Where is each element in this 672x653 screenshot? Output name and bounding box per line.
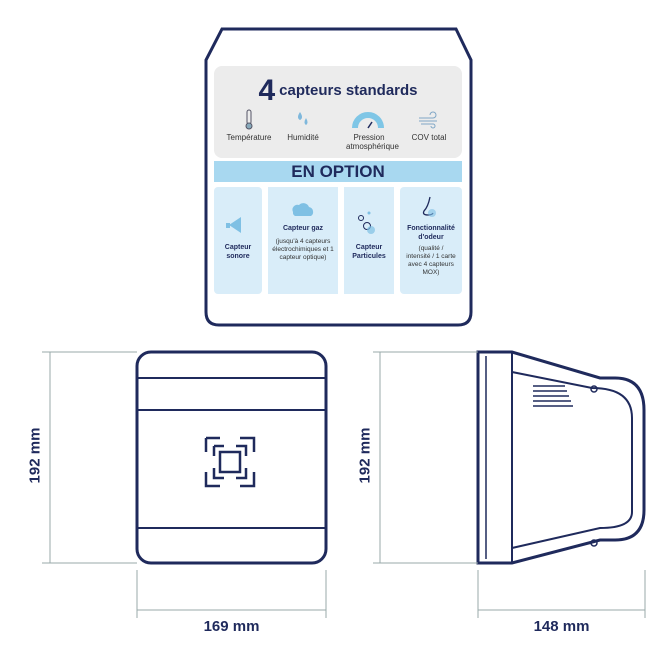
cloud-icon xyxy=(292,203,314,216)
brand-logo-icon xyxy=(204,436,256,488)
vent-icon xyxy=(533,385,573,407)
front-width-label: 169 mm xyxy=(203,618,260,635)
card-bg xyxy=(400,187,462,294)
card-title: Capteur Particules xyxy=(352,244,386,260)
gauge-icon xyxy=(352,112,384,129)
card-bg xyxy=(344,187,394,294)
front-height-label: 192 mm xyxy=(26,427,44,484)
screw-icon xyxy=(590,539,598,547)
side-depth-label: 148 mm xyxy=(533,618,590,635)
megaphone-icon xyxy=(226,217,241,233)
droplets-icon xyxy=(298,112,308,125)
card-desc: (jusqu'à 4 capteurs électrochimiques et … xyxy=(272,238,334,261)
sensor-label: COV total xyxy=(411,133,447,142)
option-title: EN OPTION xyxy=(291,162,385,181)
side-dimension-lines xyxy=(373,351,646,618)
card-title: Capteur gaz xyxy=(282,225,324,232)
card-bg xyxy=(214,187,262,294)
device-front-view xyxy=(135,350,328,565)
card-desc: (qualité / intensité / 1 carte avec 4 ca… xyxy=(406,245,456,276)
sensor-label: Humidité xyxy=(287,133,319,142)
wind-icon xyxy=(419,111,437,129)
front-dimension-lines xyxy=(42,351,327,618)
sensor-label: Pression atmosphérique xyxy=(346,133,399,151)
standard-panel xyxy=(214,66,462,158)
card-title: Fonctionnalité d'odeur xyxy=(407,225,455,241)
sensor-label: Température xyxy=(226,133,272,142)
device-side-view xyxy=(476,350,646,565)
option-bar xyxy=(214,161,462,182)
card-title: Capteur sonore xyxy=(224,244,252,260)
particles-icon xyxy=(358,211,375,234)
thermometer-icon xyxy=(245,109,253,130)
screw-icon xyxy=(590,385,598,393)
side-height-label: 192 mm xyxy=(356,427,374,484)
